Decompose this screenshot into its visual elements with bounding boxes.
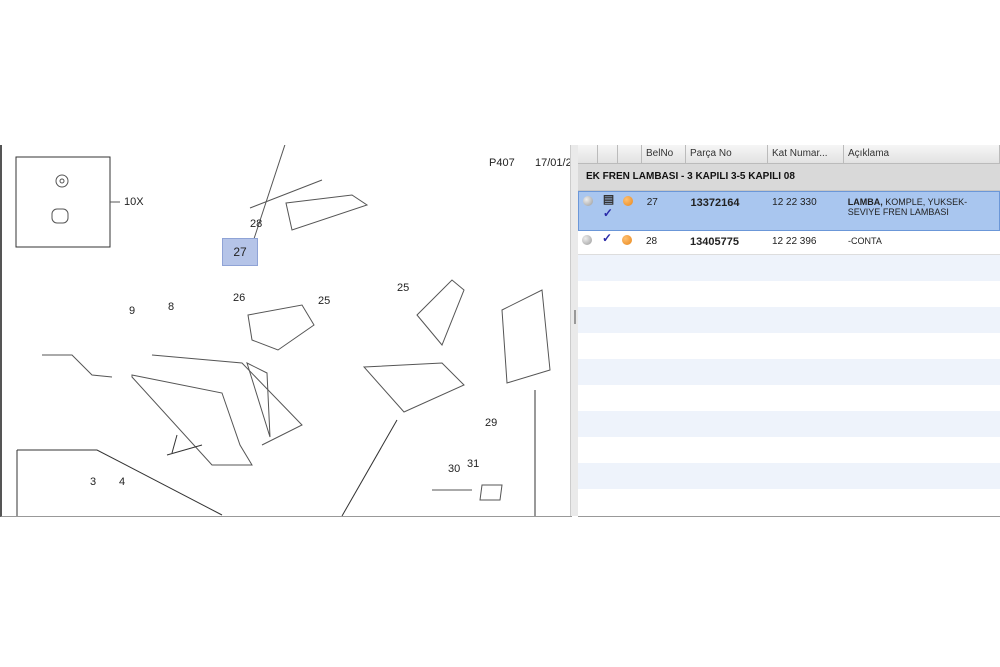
- callout-25b[interactable]: 25: [397, 282, 410, 294]
- callout-4[interactable]: 4: [119, 476, 126, 488]
- callout-9[interactable]: 9: [129, 305, 136, 317]
- col-belno[interactable]: BelNo: [642, 145, 686, 163]
- warning-icon[interactable]: [618, 231, 642, 254]
- callout-8[interactable]: 8: [168, 301, 175, 313]
- splitter-grip[interactable]: [574, 310, 576, 324]
- diagram-code: P407: [489, 157, 515, 169]
- part-number-cell: 13372164: [690, 197, 740, 209]
- description-cell: LAMBA, KOMPLE, YUKSEK-SEVIYE FREN LAMBAS…: [844, 192, 999, 230]
- description-cell: -CONTA: [848, 236, 882, 246]
- cart-icon[interactable]: ✓: [602, 231, 613, 245]
- parts-diagram[interactable]: P407 17/01/2 10X 28 27 9 8 26 25 25 3 4 …: [0, 145, 572, 517]
- warning-icon[interactable]: [619, 192, 643, 230]
- callout-26[interactable]: 26: [233, 292, 246, 304]
- description-text: KOMPLE, YUKSEK-SEVIYE FREN LAMBASI: [847, 197, 968, 217]
- table-row[interactable]: ✓ 28 13405775 12 22 396 -CONTA: [578, 231, 1000, 255]
- callout-28[interactable]: 28: [250, 218, 263, 230]
- table-row[interactable]: ▤✓ 27 13372164 12 22 330 LAMBA, KOMPLE, …: [578, 191, 1000, 231]
- parts-table: BelNo Parça No Kat Numar... Açıklama EK …: [578, 145, 1000, 517]
- info-icon[interactable]: [579, 192, 599, 230]
- diagram-date: 17/01/2: [535, 157, 572, 169]
- exploded-view-drawing: [15, 145, 551, 516]
- callout-10x[interactable]: 10X: [124, 196, 144, 208]
- belno-cell: 27: [646, 197, 658, 208]
- col-kat-numara[interactable]: Kat Numar...: [768, 145, 844, 163]
- callout-29[interactable]: 29: [485, 417, 498, 429]
- col-icon1[interactable]: [578, 145, 598, 163]
- callout-3[interactable]: 3: [90, 476, 97, 488]
- table-header: BelNo Parça No Kat Numar... Açıklama: [578, 145, 1000, 164]
- catalog-number-cell: 12 22 396: [772, 236, 817, 247]
- catalog-number-cell: 12 22 330: [772, 197, 817, 208]
- belno-cell: 28: [646, 236, 658, 247]
- callout-30[interactable]: 30: [448, 463, 461, 475]
- callout-25a[interactable]: 25: [318, 295, 331, 307]
- col-icon2[interactable]: [598, 145, 618, 163]
- callout-27-highlighted[interactable]: 27: [222, 238, 258, 266]
- col-aciklama[interactable]: Açıklama: [844, 145, 1000, 163]
- callout-31[interactable]: 31: [467, 458, 480, 470]
- document-icon[interactable]: ▤✓: [602, 192, 615, 220]
- group-header: EK FREN LAMBASI - 3 KAPILI 3-5 KAPILI 08: [578, 164, 1000, 191]
- empty-rows: [578, 255, 1000, 515]
- col-parca-no[interactable]: Parça No: [686, 145, 768, 163]
- cart-icon: ✓: [602, 206, 613, 220]
- part-number-cell: 13405775: [690, 236, 739, 248]
- info-icon[interactable]: [578, 231, 598, 254]
- description-bold: LAMBA,: [847, 197, 883, 207]
- col-icon3[interactable]: [618, 145, 642, 163]
